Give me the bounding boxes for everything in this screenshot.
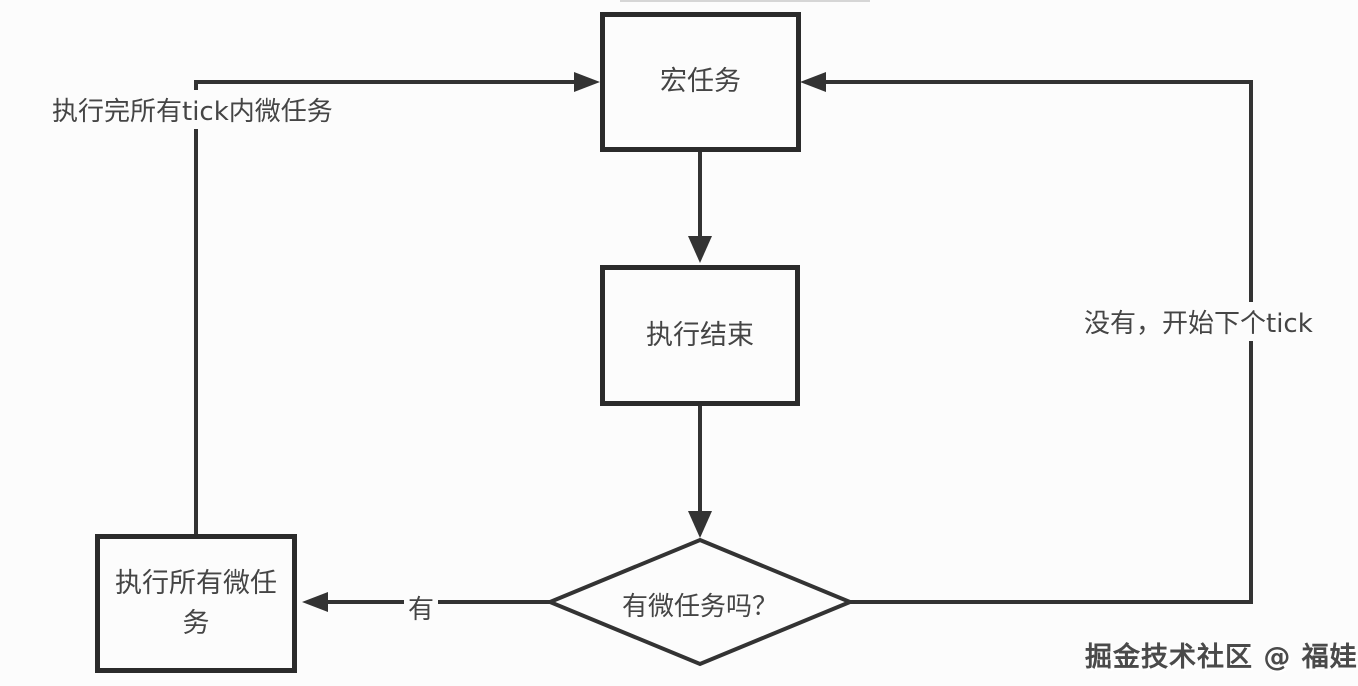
edge-diamond-to-macro-loop (812, 80, 1253, 604)
edge-label-no-next-tick: 没有，开始下个tick (1080, 302, 1317, 341)
arrowhead-into-end (688, 236, 712, 263)
node-exec-end-label: 执行结束 (646, 319, 754, 351)
node-run-microtasks-label: 执行所有微任务 (115, 568, 277, 639)
arrowhead-into-microtasks (302, 592, 328, 612)
node-macro-task-label: 宏任务 (660, 66, 741, 98)
watermark: 掘金技术社区 @ 福娃B (1085, 642, 1358, 673)
edge-label-yes: 有 (404, 588, 439, 627)
node-run-microtasks: 执行所有微任务 (95, 534, 297, 673)
arrowhead-into-macro-right (800, 72, 826, 92)
node-has-microtask-label: 有微任务吗？ (621, 592, 778, 622)
node-macro-task: 宏任务 (600, 12, 801, 152)
arrowhead-into-macro-left (574, 72, 600, 92)
top-crop-artifact (620, 0, 870, 2)
node-exec-end: 执行结束 (600, 265, 800, 406)
node-has-microtask-diamond (544, 537, 856, 667)
edge-label-left-loop: 执行完所有tick内微任务 (48, 90, 337, 129)
arrowhead-into-diamond (688, 511, 712, 538)
edge-microtasks-to-macro (194, 80, 588, 534)
